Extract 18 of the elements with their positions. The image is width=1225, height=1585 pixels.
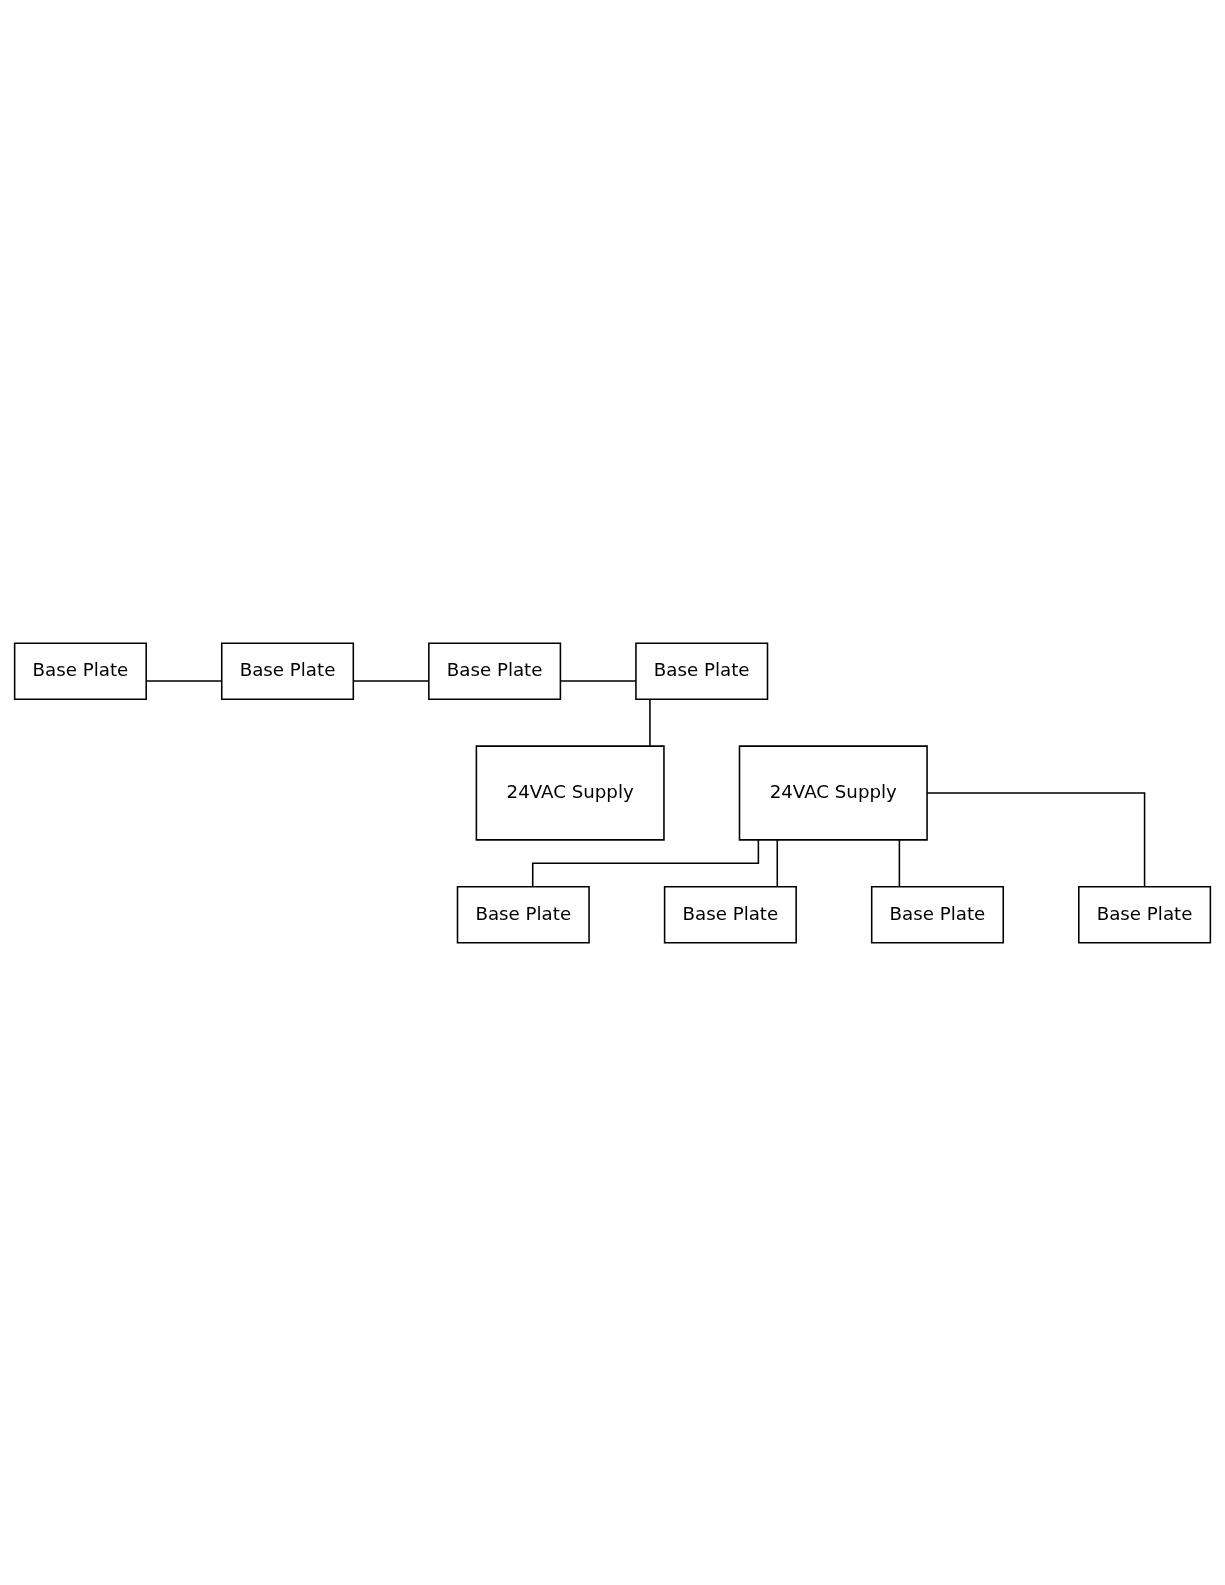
connector bbox=[926, 791, 1146, 887]
connector bbox=[559, 679, 637, 682]
node-box: 24VAC Supply bbox=[738, 744, 928, 841]
connector bbox=[531, 838, 760, 887]
node-box: Base Plate bbox=[635, 641, 769, 700]
node-box: Base Plate bbox=[1078, 885, 1212, 944]
node-box: 24VAC Supply bbox=[475, 744, 665, 841]
connector bbox=[352, 679, 430, 682]
node-box: Base Plate bbox=[870, 885, 1005, 944]
node-box: Base Plate bbox=[428, 641, 562, 700]
node-box: Base Plate bbox=[456, 885, 590, 944]
node-box: Base Plate bbox=[13, 641, 147, 700]
connector bbox=[898, 838, 901, 887]
connector bbox=[649, 698, 651, 747]
node-box: Base Plate bbox=[220, 641, 355, 700]
node-box: Base Plate bbox=[663, 885, 797, 944]
connector bbox=[145, 679, 223, 682]
connector bbox=[776, 838, 779, 887]
